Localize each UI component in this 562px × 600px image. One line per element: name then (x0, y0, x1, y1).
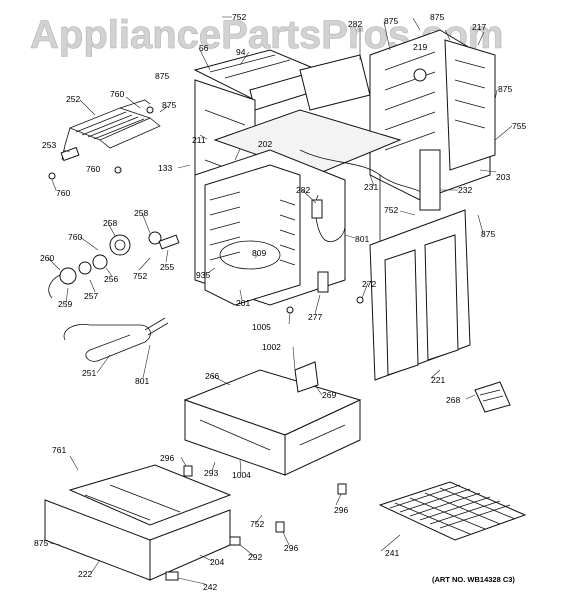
callout-752: 752 (384, 205, 398, 215)
callout-269: 269 (322, 390, 336, 400)
callout-875: 875 (155, 71, 169, 81)
part-leveling-leg[interactable] (165, 465, 347, 581)
leader-lines (47, 16, 513, 585)
callout-277: 277 (308, 312, 322, 322)
callout-202: 202 (258, 139, 272, 149)
callout-1005: 1005 (252, 322, 271, 332)
callout-252: 252 (66, 94, 80, 104)
callout-760: 760 (56, 188, 70, 198)
callout-282: 282 (296, 185, 310, 195)
callout-266: 266 (205, 371, 219, 381)
part-rear-panel[interactable] (369, 29, 496, 201)
part-anti-tip-bracket[interactable] (294, 361, 319, 393)
part-oven-rack[interactable] (378, 481, 527, 541)
callout-242: 242 (203, 582, 217, 592)
callout-296: 296 (160, 453, 174, 463)
callout-755: 755 (512, 121, 526, 131)
callout-221: 221 (431, 375, 445, 385)
callout-1002: 1002 (262, 342, 281, 352)
callout-231: 231 (364, 182, 378, 192)
callout-133: 133 (158, 163, 172, 173)
callout-752: 752 (133, 271, 147, 281)
callout-296: 296 (334, 505, 348, 515)
callout-296: 296 (284, 543, 298, 553)
callout-258: 258 (134, 208, 148, 218)
callout-211: 211 (192, 135, 206, 145)
callout-260: 260 (40, 253, 54, 263)
part-oven-cavity[interactable] (194, 149, 346, 306)
part-bake-element[interactable] (63, 317, 169, 362)
callout-875: 875 (498, 84, 512, 94)
art-number: (ART NO. WB14328 C3) (432, 575, 515, 584)
callout-875: 875 (481, 229, 495, 239)
callout-761: 761 (52, 445, 66, 455)
callout-219: 219 (413, 42, 427, 52)
callout-labels: 752 94 56 282 875 875 217 219 875 875 75… (34, 12, 526, 592)
callout-201: 201 (236, 298, 250, 308)
callout-875: 875 (430, 12, 444, 22)
callout-257: 257 (84, 291, 98, 301)
callout-760: 760 (86, 164, 100, 174)
callout-256: 256 (104, 274, 118, 284)
callout-56: 56 (199, 43, 209, 53)
callout-801: 801 (135, 376, 149, 386)
callout-255: 255 (160, 262, 174, 272)
callout-1004: 1004 (232, 470, 251, 480)
callout-292: 292 (248, 552, 262, 562)
callout-259: 259 (58, 299, 72, 309)
part-wiring-harness[interactable] (299, 149, 441, 250)
callout-268: 268 (446, 395, 460, 405)
callout-204: 204 (210, 557, 224, 567)
callout-752: 752 (250, 519, 264, 529)
callout-251: 251 (82, 368, 96, 378)
part-bracket-detail[interactable] (474, 381, 511, 413)
part-oven-sensor[interactable] (311, 194, 346, 242)
callout-875: 875 (384, 16, 398, 26)
part-drawer-base[interactable] (183, 369, 362, 476)
callout-232: 232 (458, 185, 472, 195)
callout-760: 760 (110, 89, 124, 99)
part-storage-drawer[interactable] (44, 464, 232, 581)
callout-282: 282 (348, 19, 362, 29)
callout-253: 253 (42, 140, 56, 150)
callout-293: 293 (204, 468, 218, 478)
callout-801: 801 (355, 234, 369, 244)
callout-760: 760 (68, 232, 82, 242)
part-terminal-block[interactable] (48, 106, 154, 180)
callout-935: 935 (196, 270, 210, 280)
callout-809: 809 (252, 248, 266, 258)
callout-203: 203 (496, 172, 510, 182)
callout-875: 875 (162, 100, 176, 110)
callout-241: 241 (385, 548, 399, 558)
callout-222: 222 (78, 569, 92, 579)
callout-875: 875 (34, 538, 48, 548)
part-side-panel[interactable] (369, 209, 471, 381)
callout-94: 94 (236, 47, 246, 57)
callout-258: 258 (103, 218, 117, 228)
callout-752: 752 (232, 12, 246, 22)
callout-217: 217 (472, 22, 486, 32)
part-infinite-switch[interactable] (48, 231, 180, 299)
callout-272: 272 (362, 279, 376, 289)
